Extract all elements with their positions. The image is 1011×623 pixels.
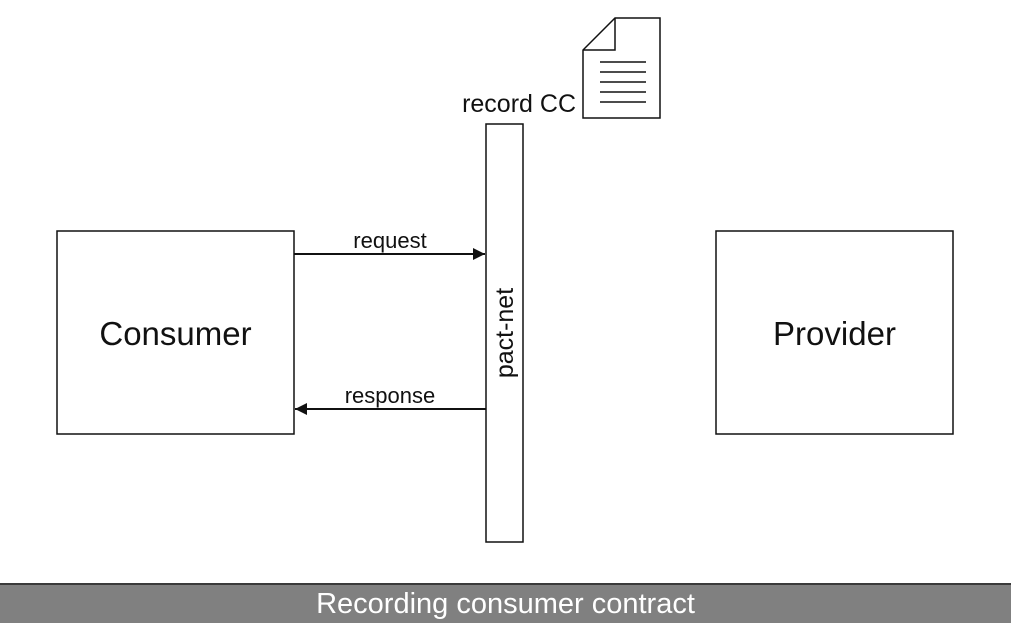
pact-net-bar xyxy=(485,123,524,543)
provider-box xyxy=(715,230,954,435)
consumer-box xyxy=(56,230,295,435)
pact-net-label: pact-net xyxy=(491,288,519,378)
record-label: record CC xyxy=(462,90,576,118)
response-label: response xyxy=(345,383,436,408)
pact-net-node: pact-net xyxy=(485,123,524,543)
document-icon xyxy=(582,17,661,119)
provider-label: Provider xyxy=(773,315,896,352)
request-label: request xyxy=(353,228,426,253)
consumer-label: Consumer xyxy=(99,315,251,352)
caption-bar: Recording consumer contract xyxy=(0,583,1011,623)
provider-node: Provider xyxy=(715,230,954,435)
diagram-caption: Recording consumer contract xyxy=(316,587,695,620)
response-flow: response xyxy=(295,383,486,415)
request-flow: request xyxy=(294,228,485,260)
consumer-node: Consumer xyxy=(56,230,295,435)
